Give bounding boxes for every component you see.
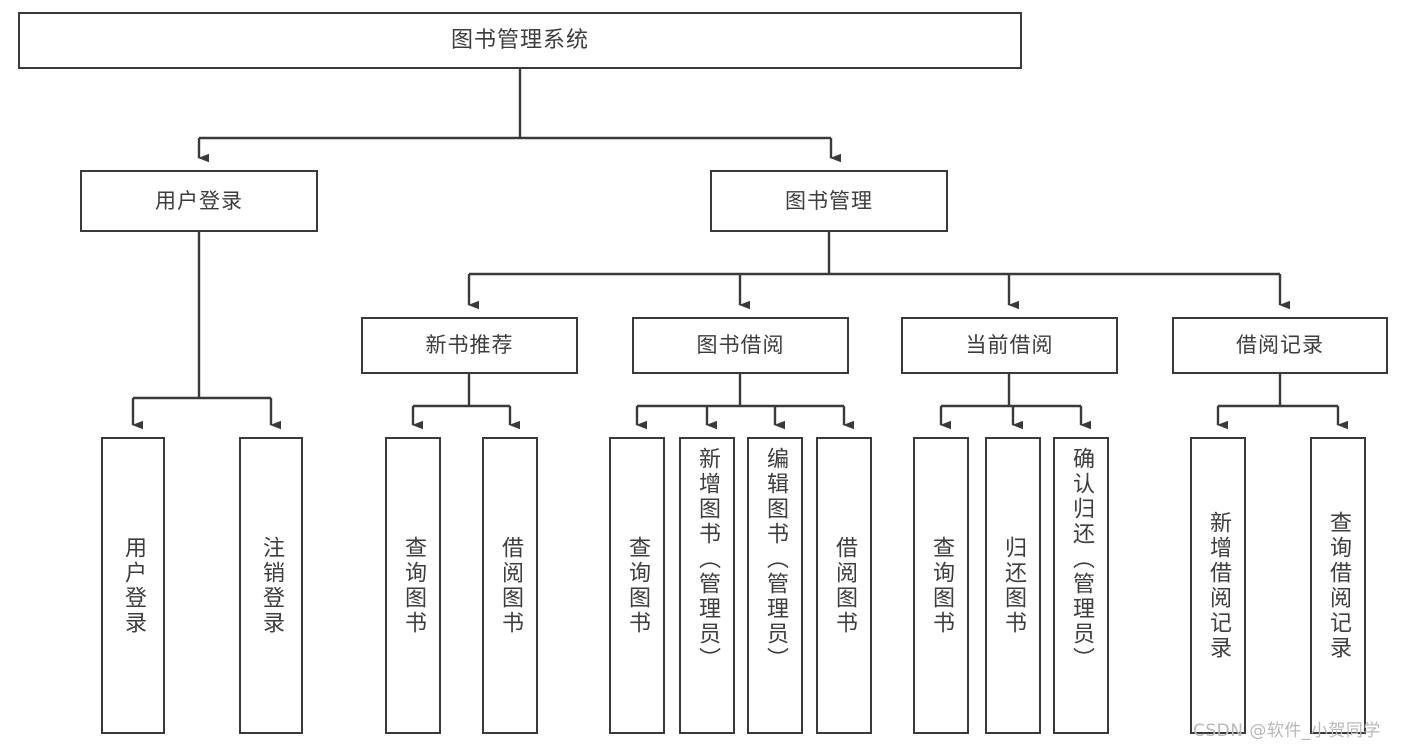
node-leaf-logout[interactable]: 注销登录 [239,437,303,734]
node-leaf-confirm-return-label: 确认归还（管理员） [1069,447,1094,672]
node-leaf-query-book-rec-label: 查询图书 [401,535,426,636]
node-book-manage[interactable]: 图书管理 [710,170,948,232]
node-current-borrow[interactable]: 当前借阅 [901,317,1118,374]
node-leaf-add-book[interactable]: 新增图书（管理员） [679,437,735,734]
node-leaf-borrow-book-rec[interactable]: 借阅图书 [482,437,538,734]
node-leaf-borrow-book-label: 借阅图书 [832,535,857,636]
node-new-book-rec[interactable]: 新书推荐 [361,317,578,374]
node-leaf-add-record[interactable]: 新增借阅记录 [1190,437,1246,734]
csdn-watermark: CSDN @软件_小贺同学 [1193,721,1381,741]
node-leaf-query-book-borrow[interactable]: 查询图书 [609,437,665,734]
node-borrow-record-label: 借阅记录 [1236,333,1324,358]
node-leaf-add-record-label: 新增借阅记录 [1206,510,1231,661]
node-new-book-rec-label: 新书推荐 [425,333,514,358]
node-leaf-edit-book[interactable]: 编辑图书（管理员） [747,437,803,734]
node-leaf-return-book-label: 归还图书 [1001,535,1026,636]
node-book-manage-label: 图书管理 [785,188,873,213]
node-leaf-add-book-label: 新增图书（管理员） [695,447,720,672]
node-leaf-query-book-cur[interactable]: 查询图书 [913,437,969,734]
node-leaf-query-record-label: 查询借阅记录 [1326,510,1351,661]
node-leaf-query-book-rec[interactable]: 查询图书 [385,437,441,734]
node-user-login-label: 用户登录 [155,188,243,213]
node-book-borrow[interactable]: 图书借阅 [632,317,849,374]
node-leaf-confirm-return[interactable]: 确认归还（管理员） [1053,437,1109,734]
node-current-borrow-label: 当前借阅 [965,333,1054,358]
node-borrow-record[interactable]: 借阅记录 [1172,317,1388,374]
node-root-label: 图书管理系统 [450,27,589,53]
node-leaf-user-login[interactable]: 用户登录 [101,437,165,734]
node-leaf-query-record[interactable]: 查询借阅记录 [1310,437,1366,734]
node-leaf-borrow-book-rec-label: 借阅图书 [498,535,523,636]
node-leaf-edit-book-label: 编辑图书（管理员） [763,447,788,672]
node-leaf-query-book-borrow-label: 查询图书 [625,535,650,636]
node-leaf-query-book-cur-label: 查询图书 [929,535,954,636]
node-root[interactable]: 图书管理系统 [18,12,1022,69]
node-leaf-borrow-book[interactable]: 借阅图书 [816,437,872,734]
node-leaf-return-book[interactable]: 归还图书 [985,437,1041,734]
node-book-borrow-label: 图书借阅 [696,333,785,358]
node-user-login[interactable]: 用户登录 [80,170,318,232]
node-leaf-logout-label: 注销登录 [259,535,284,636]
node-leaf-user-login-label: 用户登录 [121,535,146,636]
